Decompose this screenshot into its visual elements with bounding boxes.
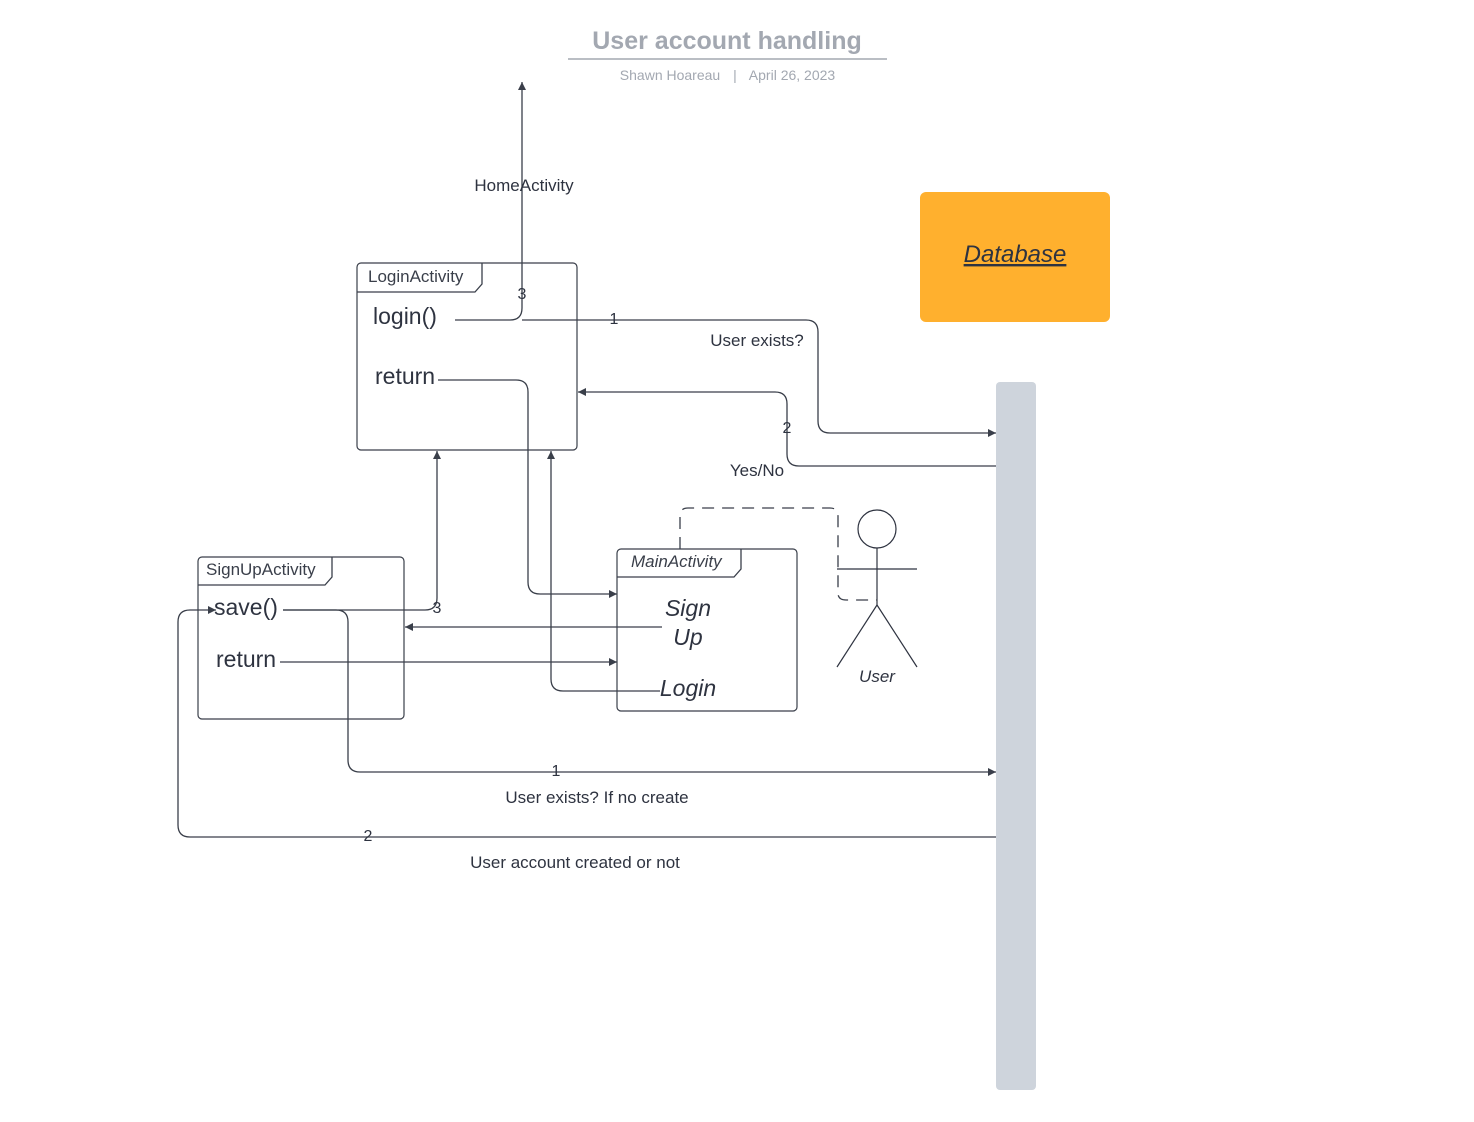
user-actor-left-leg <box>836 604 878 668</box>
main-activity-frame[interactable] <box>616 548 798 712</box>
database-label: Database <box>964 241 1067 268</box>
signup-seq-3: 3 <box>433 600 442 617</box>
user-actor-right-leg <box>876 604 918 668</box>
home-activity-label: HomeActivity <box>474 176 574 195</box>
user-actor-label: User <box>859 667 896 686</box>
login-return-arrow <box>438 379 617 598</box>
save-to-login-arrow <box>283 451 441 611</box>
database-box[interactable] <box>920 192 1110 322</box>
main-login: Login <box>660 675 716 701</box>
login-seq-1: 1 <box>610 311 619 328</box>
main-to-login-arrow <box>547 451 660 692</box>
signup-return: return <box>216 646 276 672</box>
login-response-arrow <box>578 388 996 467</box>
user-exists-label: User exists? <box>710 331 804 350</box>
login-query-arrow <box>522 319 996 437</box>
diagram-date: April 26, 2023 <box>749 67 836 83</box>
account-created-label: User account created or not <box>470 853 680 872</box>
signup-save-method: save() <box>214 594 278 620</box>
save-response-arrow <box>177 606 996 838</box>
login-to-home-arrow <box>455 82 526 321</box>
subtitle-separator: | <box>733 67 737 83</box>
yes-no-label: Yes/No <box>730 461 784 480</box>
login-activity-tab <box>357 263 483 293</box>
login-activity-name: LoginActivity <box>368 267 464 286</box>
signup-seq-1: 1 <box>552 763 561 780</box>
user-main-association <box>679 507 877 601</box>
main-signup-line1: Sign <box>665 595 711 621</box>
page-title: User account handling <box>592 27 861 55</box>
main-signup-line2: Up <box>673 624 703 650</box>
user-exists-create-label: User exists? If no create <box>505 788 688 807</box>
login-seq-3: 3 <box>518 286 527 303</box>
login-return: return <box>375 363 435 389</box>
main-activity-tab <box>617 549 742 578</box>
signup-activity-frame[interactable] <box>197 556 405 720</box>
save-query-arrow <box>283 609 996 776</box>
login-seq-2: 2 <box>783 420 792 437</box>
login-method: login() <box>373 303 437 329</box>
database-lifeline[interactable] <box>996 382 1036 1090</box>
main-activity-name: MainActivity <box>631 552 723 571</box>
signup-seq-2: 2 <box>364 828 373 845</box>
login-activity-frame[interactable] <box>356 262 578 451</box>
signup-activity-name: SignUpActivity <box>206 560 316 579</box>
signup-activity-tab <box>198 557 333 586</box>
user-actor-head <box>857 509 897 549</box>
author-name: Shawn Hoareau <box>620 67 720 83</box>
